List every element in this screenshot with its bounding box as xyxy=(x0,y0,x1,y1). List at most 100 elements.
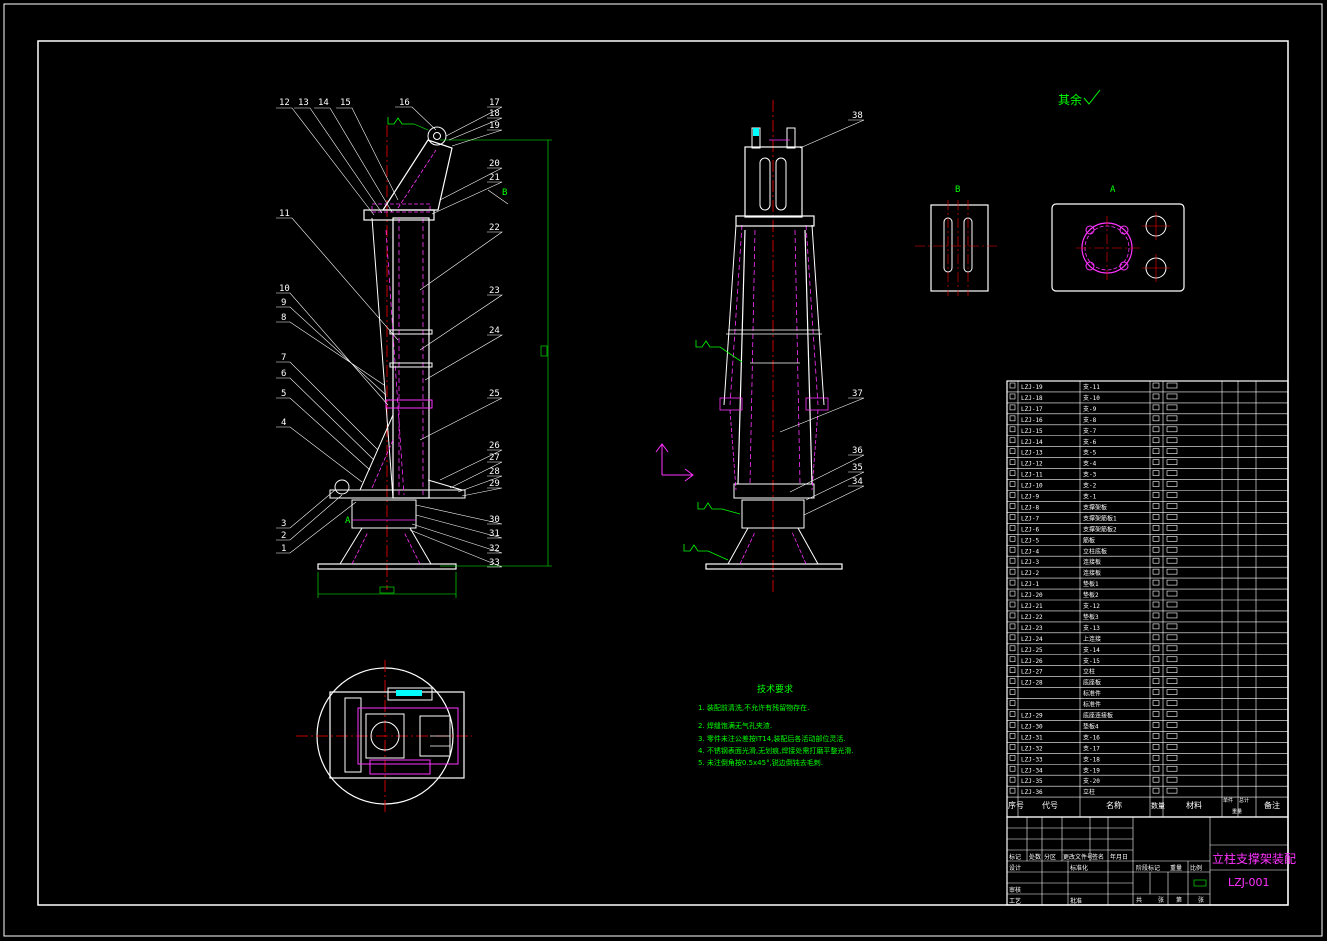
bom-row-name: 支-3 xyxy=(1083,471,1097,479)
tb-label-no: 第 xyxy=(1176,896,1182,904)
balloon-12: 12 xyxy=(279,98,290,108)
bom-row-code: LZJ-16 xyxy=(1021,417,1043,424)
bom-row-seq-box xyxy=(1009,678,1016,684)
bom-row-code: LZJ-21 xyxy=(1021,603,1043,610)
bom-row-name: 标准件 xyxy=(1083,701,1101,709)
bom-row-name: 支-14 xyxy=(1083,646,1100,654)
bom-row-code: LZJ-35 xyxy=(1021,778,1043,785)
bom-row-seq-box xyxy=(1009,623,1016,630)
bom-row-seq-box xyxy=(1009,754,1016,761)
front-balloons-left: 12 13 14 15 11 10 9 8 7 6 5 4 3 2 1 xyxy=(279,98,351,554)
balloon-2: 2 xyxy=(281,531,286,541)
tb-label-date: 年月日 xyxy=(1110,853,1128,861)
bom-row-seq-box xyxy=(1009,514,1016,520)
bom-row-code: LZJ-8 xyxy=(1021,504,1039,511)
bom-row-name: 垫板1 xyxy=(1083,580,1099,588)
bom-row-qty-box xyxy=(1152,689,1160,695)
tech-req-line-3: 3. 零件未注公差按IT14,装配后各活动部位灵活. xyxy=(698,734,846,743)
front-view xyxy=(317,117,552,598)
bom-row-qty-box xyxy=(1152,470,1160,476)
bom-row-material-box xyxy=(1166,579,1178,586)
bom-row-material-box xyxy=(1166,448,1178,455)
bom-row-seq-box xyxy=(1009,426,1016,433)
balloon-31: 31 xyxy=(489,529,500,539)
bom-row-seq-box xyxy=(1009,448,1016,455)
balloon-17: 17 xyxy=(489,98,500,108)
bom-header-material: 材料 xyxy=(1186,800,1202,810)
balloon-33: 33 xyxy=(489,558,500,568)
bom-row-code: LZJ-2 xyxy=(1021,570,1039,577)
bom-row-name: 垫板3 xyxy=(1083,613,1099,621)
bom-row-seq-box xyxy=(1009,722,1016,728)
tech-req-line-4: 4. 不锈钢表面光滑,无划痕,焊接处需打磨平整光滑. xyxy=(698,746,854,755)
tech-requirements: 技术要求 1. 装配前清洗,不允许有残留物存在. 2. 焊缝饱满无气孔夹渣. 3… xyxy=(698,683,854,767)
section-b-label: B xyxy=(502,188,507,198)
bom-row-code: LZJ-18 xyxy=(1021,395,1043,402)
top-view xyxy=(296,660,472,812)
bom-header-qty: 数量 xyxy=(1151,801,1165,810)
detail-b-label: B xyxy=(955,185,960,195)
balloon-30: 30 xyxy=(489,515,500,525)
bom-row-material-box xyxy=(1166,415,1178,422)
bom-row-qty-box xyxy=(1152,722,1160,728)
bom-row-name: 支-8 xyxy=(1083,416,1097,424)
bom-row-seq-box xyxy=(1009,546,1016,553)
bom-row-code: LZJ-12 xyxy=(1021,461,1043,468)
bom-row-seq-box xyxy=(1009,470,1016,476)
bom-row-qty-box xyxy=(1152,437,1160,444)
bom-row-qty-box xyxy=(1152,700,1160,706)
bom-row-qty-box xyxy=(1152,382,1160,389)
bom-header-single: 单件 xyxy=(1223,797,1233,804)
bom-row-qty-box xyxy=(1152,733,1160,739)
bom-header-code: 代号 xyxy=(1042,800,1058,810)
tech-req-line-1: 1. 装配前清洗,不允许有残留物存在. xyxy=(698,703,809,712)
bom-row-name: 垫板4 xyxy=(1083,722,1099,730)
balloon-19: 19 xyxy=(489,121,500,131)
surface-roughness-note: 其余 xyxy=(1058,89,1101,107)
bom-row-seq-box xyxy=(1009,503,1016,509)
bom-row-name: 支-18 xyxy=(1083,755,1100,763)
bom-row-material-box xyxy=(1166,744,1178,750)
bom-row-qty-box xyxy=(1152,667,1160,674)
bom-row-seq-box xyxy=(1009,568,1016,575)
bom-row-code: LZJ-19 xyxy=(1021,384,1043,391)
bom-row-qty-box xyxy=(1152,678,1160,684)
bom-row-material-box xyxy=(1166,656,1178,663)
bom-row-seq-box xyxy=(1009,404,1016,411)
bom-row-seq-box xyxy=(1009,700,1016,706)
bom-row-code: LZJ-4 xyxy=(1021,548,1039,555)
bom-row-name: 支-19 xyxy=(1083,766,1100,774)
bom-row-seq-box xyxy=(1009,459,1016,465)
bom-row-material-box xyxy=(1166,601,1178,608)
balloon-13: 13 xyxy=(298,98,309,108)
bom-row-code: LZJ-10 xyxy=(1021,483,1043,490)
bom-row-qty-box xyxy=(1152,754,1160,761)
bom-row-material-box xyxy=(1166,557,1178,564)
bom-row-material-box xyxy=(1166,404,1178,411)
bom-row-code: LZJ-7 xyxy=(1021,515,1039,522)
bom-row-name: 支-20 xyxy=(1083,777,1100,785)
bom-row-qty-box xyxy=(1152,612,1160,619)
bom-row-qty-box xyxy=(1152,744,1160,750)
bom-row-code: LZJ-14 xyxy=(1021,439,1043,446)
bom-row-qty-box xyxy=(1152,404,1160,411)
bom-row-qty-box xyxy=(1152,481,1160,487)
bom-row-material-box xyxy=(1166,700,1178,706)
bom-row-material-box xyxy=(1166,470,1178,476)
bom-row-seq-box xyxy=(1009,601,1016,608)
bom-row-name: 支-12 xyxy=(1083,602,1100,610)
bom-row-name: 底座连接板 xyxy=(1083,712,1113,720)
balloon-27: 27 xyxy=(489,453,500,463)
bom-row-seq-box xyxy=(1009,492,1016,498)
bom-row-code: LZJ-15 xyxy=(1021,428,1043,435)
bom-row-seq-box xyxy=(1009,744,1016,750)
tb-label-change: 更改文件号 xyxy=(1063,853,1093,861)
balloon-34: 34 xyxy=(852,477,863,487)
bom-row-code: LZJ-20 xyxy=(1021,592,1043,599)
bom-row-seq-box xyxy=(1009,787,1016,794)
bom-row-qty-box xyxy=(1152,711,1160,717)
balloon-32: 32 xyxy=(489,544,500,554)
bom-row-name: 连接板 xyxy=(1083,569,1101,577)
